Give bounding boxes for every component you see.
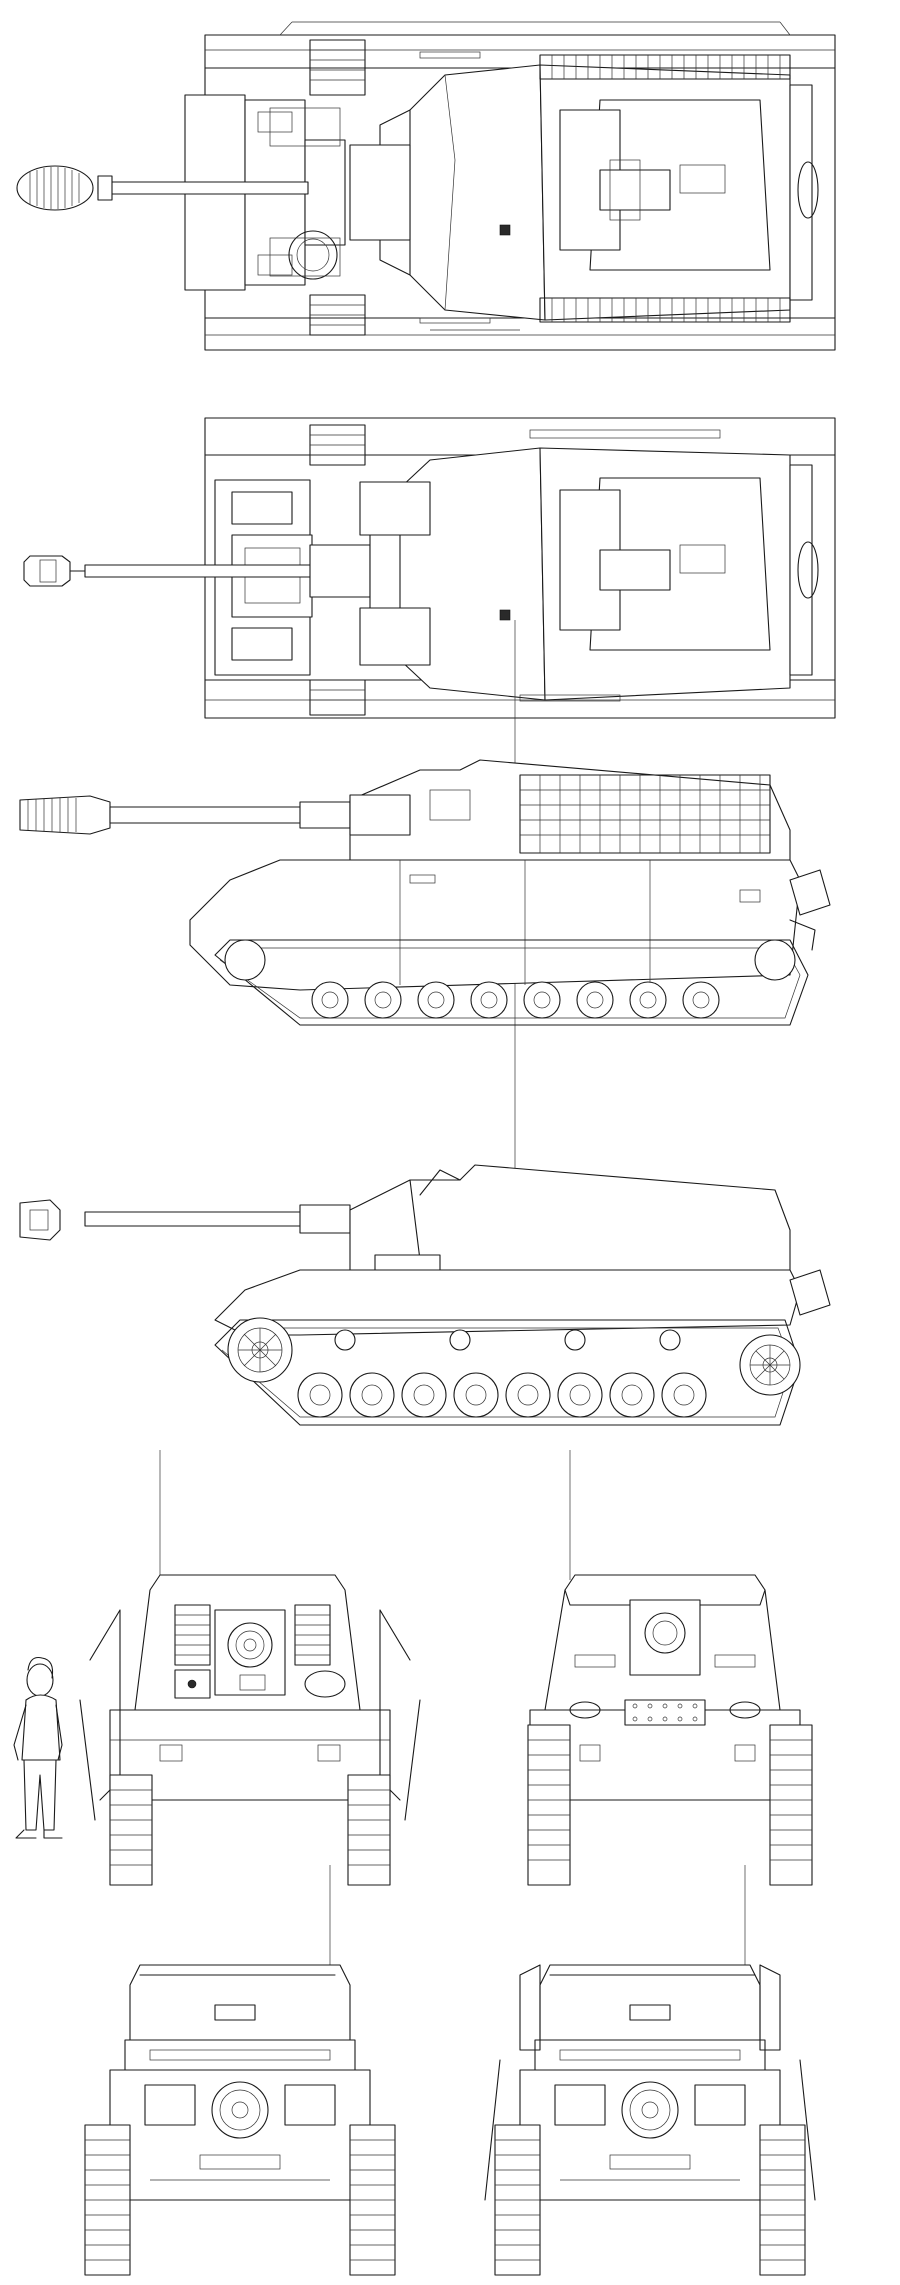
gun-barrel: [84, 564, 336, 578]
hull-side: [189, 859, 801, 991]
rear-hatch-icon: [211, 2081, 269, 2139]
exhaust-right: [284, 2084, 336, 2126]
gun-muzzle-icon: [227, 1622, 273, 1668]
human-figure: [13, 1656, 63, 1839]
hatch-icon: [231, 491, 293, 525]
superstructure-front: [409, 64, 546, 321]
gun-breech: [599, 169, 671, 211]
exhaust: [789, 869, 831, 916]
muzzle-brake: [16, 165, 94, 211]
idler-wheel: [754, 939, 796, 981]
superstructure-rear: [129, 1964, 351, 2041]
side-view-with-skirt-tracks: [19, 759, 831, 1026]
rear-tow-bar: [559, 2049, 741, 2061]
top-view-with-spare-tracks: [16, 21, 836, 351]
track-left: [109, 1774, 153, 1886]
spare-track-links-lower: [309, 294, 791, 336]
return-rollers: [334, 1329, 681, 1351]
gun-muzzle-icon: [644, 1612, 686, 1654]
rear-hatch-icon: [797, 161, 819, 219]
exhaust-left: [144, 2084, 196, 2126]
side-view-plain: [19, 1164, 831, 1426]
rear-tow-bar: [149, 2049, 331, 2061]
hatch-icon: [288, 230, 338, 280]
track-left: [527, 1724, 571, 1886]
gun-mantlet: [304, 139, 346, 246]
front-view-with-tracks: [79, 1450, 421, 1886]
exhaust: [789, 1269, 831, 1316]
drive-sprocket: [224, 939, 266, 981]
top-view-plain: [23, 417, 836, 719]
road-wheels: [297, 1372, 707, 1418]
track-right: [347, 1774, 391, 1886]
spare-track-links-side: [519, 774, 771, 854]
track-run: [214, 939, 809, 1026]
rear-hatch-icon: [797, 541, 819, 599]
gun-mantlet: [214, 1609, 286, 1696]
gun-barrel: [97, 181, 309, 195]
exhaust-right: [694, 2084, 746, 2126]
superstructure-rear: [539, 1964, 761, 2041]
rear-hatch-icon: [621, 2081, 679, 2139]
gun-mantlet: [309, 544, 371, 598]
muzzle-brake: [19, 795, 111, 835]
superstructure: [349, 1164, 791, 1271]
exhaust-left: [554, 2084, 606, 2126]
pioneer-tools: [419, 51, 520, 331]
rear-view-left: [84, 1865, 396, 2276]
muzzle-brake: [23, 555, 71, 587]
front-view-plain: [527, 1450, 813, 1886]
road-wheels: [311, 981, 720, 1019]
hull-side: [214, 1269, 801, 1336]
gun-mantlet: [629, 1599, 701, 1676]
track-right: [769, 1724, 813, 1886]
muzzle-brake: [19, 1199, 61, 1241]
rear-view-right: [484, 1865, 816, 2276]
spare-track-links: [519, 1964, 541, 2051]
gun-breech: [599, 549, 671, 591]
spare-track-links-upper: [309, 39, 791, 96]
